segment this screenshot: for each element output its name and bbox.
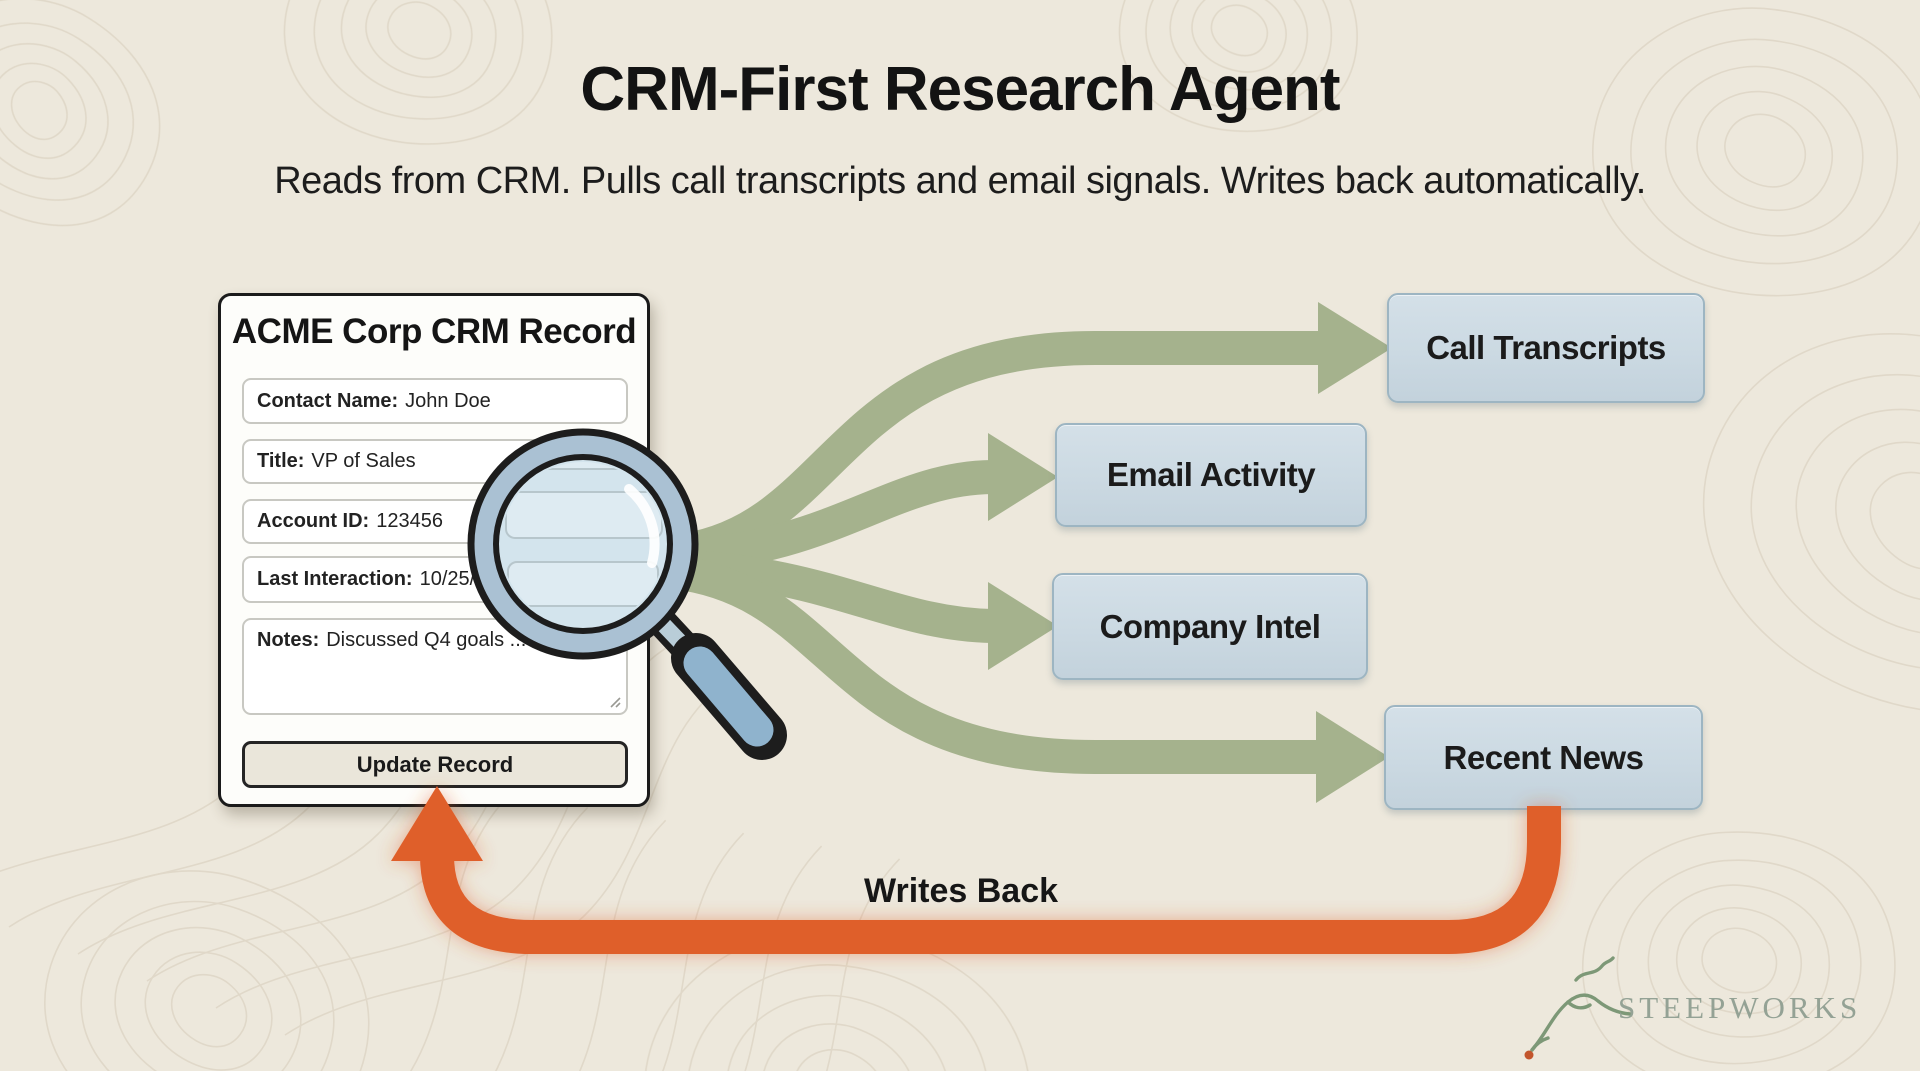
magnifier-handle <box>645 605 787 760</box>
brand-orange-dot <box>1524 1050 1534 1060</box>
title-field[interactable]: Title: VP of Sales <box>242 439 628 484</box>
brand-name: STEEPWORKS <box>1618 990 1862 1025</box>
update-record-label: Update Record <box>356 751 514 777</box>
page-subtitle: Reads from CRM. Pulls call transcripts a… <box>274 160 1646 202</box>
page-title: CRM-First Research Agent <box>580 55 1340 124</box>
arrowhead-recent-news <box>1316 711 1389 803</box>
steepworks-mountain-icon <box>1524 956 1632 1060</box>
resize-handle-icon[interactable] <box>608 695 621 708</box>
notes-textarea[interactable]: Notes: Discussed Q4 goals ... <box>242 618 628 715</box>
arrow-to-company-intel <box>655 549 1009 643</box>
last-interaction-label: Last Interaction: <box>257 568 413 590</box>
contact-name-value: John Doe <box>405 389 491 412</box>
node-recent-news: Recent News <box>1384 705 1703 810</box>
node-email-activity-label: Email Activity <box>1106 456 1316 493</box>
arrowhead-company-intel <box>988 582 1058 670</box>
last-interaction-value: 10/25/2023 <box>419 568 520 590</box>
node-call-transcripts-label: Call Transcripts <box>1426 329 1666 366</box>
contact-name-field[interactable]: Contact Name: John Doe <box>242 378 628 424</box>
node-email-activity: Email Activity <box>1055 423 1367 527</box>
crm-record-card: ACME Corp CRM Record Contact Name: John … <box>218 293 650 807</box>
notes-value: Discussed Q4 goals ... <box>326 629 527 651</box>
last-interaction-field[interactable]: Last Interaction: 10/25/2023 <box>242 556 628 603</box>
arrow-to-email-activity <box>655 460 1009 573</box>
crm-card-title: ACME Corp CRM Record <box>231 312 637 351</box>
node-recent-news-label: Recent News <box>1443 738 1644 776</box>
node-company-intel-label: Company Intel <box>1099 607 1321 645</box>
title-label: Title: <box>257 450 305 472</box>
update-record-button[interactable]: Update Record <box>242 741 628 788</box>
brand-logo: STEEPWORKS <box>1500 950 1910 1065</box>
arrowhead-call-transcripts <box>1318 302 1392 394</box>
writes-back-label: Writes Back <box>863 872 1059 910</box>
title-value: VP of Sales <box>311 450 416 472</box>
account-id-label: Account ID: <box>257 510 370 532</box>
node-call-transcripts: Call Transcripts <box>1387 293 1705 403</box>
contact-name-label: Contact Name: <box>257 389 399 412</box>
account-id-value: 123456 <box>376 510 443 532</box>
notes-label: Notes: <box>257 629 320 651</box>
arrowhead-email-activity <box>988 433 1058 521</box>
account-id-field[interactable]: Account ID: 123456 <box>242 499 628 544</box>
node-company-intel: Company Intel <box>1052 573 1368 680</box>
